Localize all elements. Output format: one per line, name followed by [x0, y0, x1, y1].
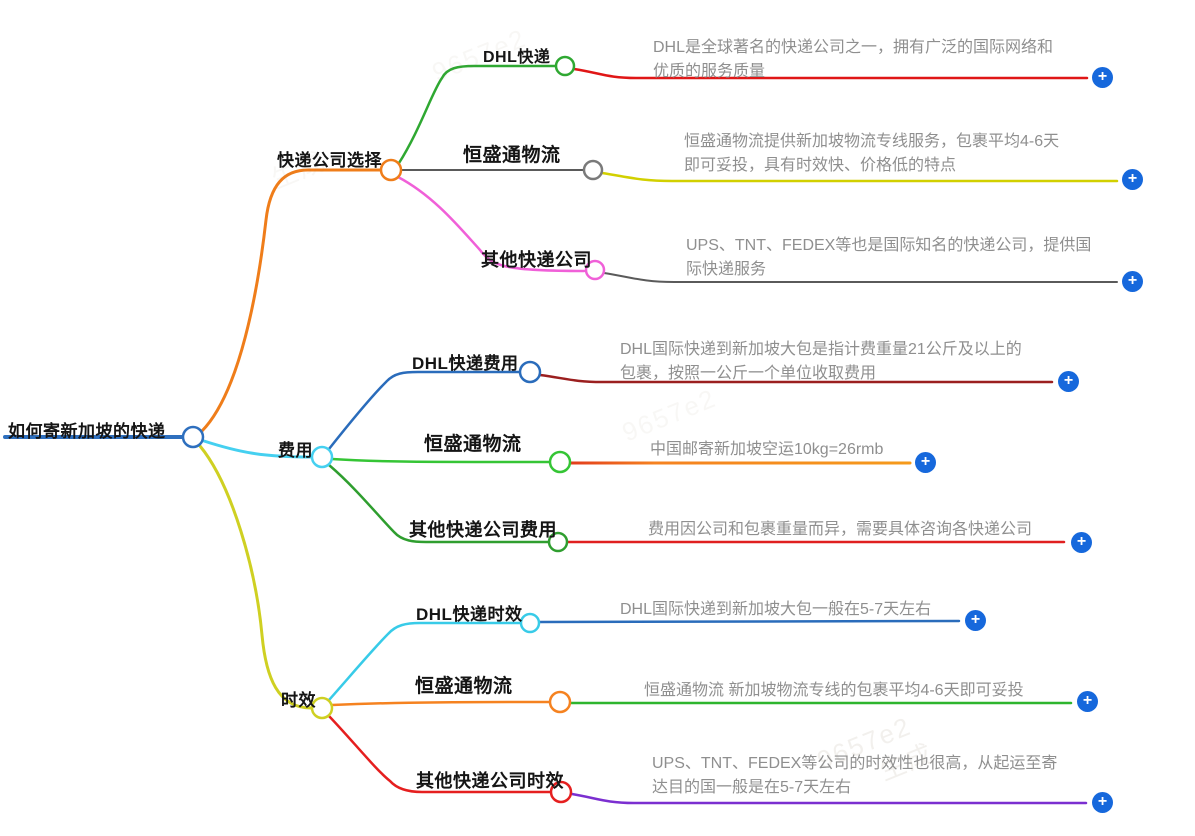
branch-label-cost[interactable]: 费用: [278, 441, 313, 460]
underline-dhl-time-desc: [538, 619, 961, 624]
add-icon: +: [1127, 169, 1138, 187]
node-circle-company[interactable]: [379, 158, 403, 182]
add-icon: +: [1063, 371, 1074, 389]
add-button[interactable]: +: [1122, 271, 1143, 292]
add-icon: +: [970, 610, 981, 628]
subnode-label-company-other[interactable]: 其他快递公司: [481, 250, 592, 270]
connector-company-to-dhl: [397, 64, 557, 165]
node-circle-time-dhl[interactable]: [519, 612, 541, 634]
connector-cost-to-hengshengtong: [330, 457, 551, 464]
add-icon: +: [920, 452, 931, 470]
node-circle-company-hengshengtong[interactable]: [582, 159, 604, 181]
connector-time-to-dhl: [327, 621, 522, 702]
add-button[interactable]: +: [915, 452, 936, 473]
add-button[interactable]: +: [1092, 67, 1113, 88]
description-cost-other[interactable]: 费用因公司和包裹重量而异，需要具体咨询各快递公司: [648, 521, 1033, 538]
subnode-label-cost-hengshengtong[interactable]: 恒盛通物流: [424, 434, 522, 455]
subnode-label-time-dhl[interactable]: DHL快递时效: [416, 605, 523, 624]
subnode-label-company-hengshengtong[interactable]: 恒盛通物流: [463, 145, 561, 166]
underline-dhl-desc: [572, 67, 1089, 80]
subnode-label-cost-dhl[interactable]: DHL快递费用: [412, 354, 519, 373]
node-circle-cost-dhl[interactable]: [518, 360, 542, 384]
add-icon: +: [1127, 271, 1138, 289]
description-company-hengshengtong[interactable]: 恒盛通物流提供新加坡物流专线服务，包裹平均4-6天 即可妥投，具有时效快、价格低…: [684, 133, 1060, 174]
node-circle-cost[interactable]: [310, 445, 334, 469]
description-company-dhl[interactable]: DHL是全球著名的快递公司之一，拥有广泛的国际网络和 优质的服务质量: [653, 39, 1054, 80]
description-time-dhl[interactable]: DHL国际快递到新加坡大包一般在5-7天左右: [620, 601, 932, 618]
connector-root-to-cost: [202, 439, 313, 459]
node-circle-cost-hengshengtong[interactable]: [548, 450, 572, 474]
subnode-label-time-hengshengtong[interactable]: 恒盛通物流: [415, 676, 513, 697]
description-company-other[interactable]: UPS、TNT、FEDEX等也是国际知名的快递公司，提供国 际快递服务: [686, 237, 1092, 278]
add-button[interactable]: +: [1058, 371, 1079, 392]
add-icon: +: [1082, 691, 1093, 709]
connector-company-to-other: [396, 175, 586, 273]
branch-label-time[interactable]: 时效: [281, 691, 316, 710]
add-button[interactable]: +: [1071, 532, 1092, 553]
node-circle-time-hengshengtong[interactable]: [548, 690, 572, 714]
add-icon: +: [1097, 792, 1108, 810]
connector-cost-to-dhl: [327, 370, 521, 451]
underline-hengshengtong-desc: [600, 171, 1119, 183]
root-node-label[interactable]: 如何寄新加坡的快递: [8, 422, 166, 441]
connector-root-to-time: [198, 444, 313, 710]
description-time-hengshengtong[interactable]: 恒盛通物流 新加坡物流专线的包裹平均4-6天即可妥投: [644, 682, 1024, 699]
connector-cost-to-other: [327, 463, 550, 544]
underline-other-time-desc: [570, 792, 1088, 805]
description-cost-dhl[interactable]: DHL国际快递到新加坡大包是指计费重量21公斤及以上的 包裹，按照一公斤一个单位…: [620, 341, 1022, 382]
underline-dhl-cost-desc: [538, 373, 1054, 384]
add-button[interactable]: +: [1122, 169, 1143, 190]
add-button[interactable]: +: [1092, 792, 1113, 813]
add-button[interactable]: +: [965, 610, 986, 631]
description-time-other[interactable]: UPS、TNT、FEDEX等公司的时效性也很高，从起运至寄 达目的国一般是在5-…: [652, 755, 1058, 796]
node-circle-company-dhl[interactable]: [554, 55, 576, 77]
node-circle-company-other[interactable]: [584, 259, 606, 281]
node-circle-time-other[interactable]: [549, 780, 573, 804]
branch-label-company[interactable]: 快递公司选择: [277, 151, 382, 170]
node-circle-time[interactable]: [310, 696, 334, 720]
node-circle-cost-other[interactable]: [547, 531, 569, 553]
subnode-label-company-dhl[interactable]: DHL快递: [483, 49, 551, 66]
connector-time-to-other: [326, 713, 552, 794]
add-icon: +: [1097, 67, 1108, 85]
connector-time-to-hengshengtong: [330, 700, 551, 707]
description-cost-hengshengtong[interactable]: 中国邮寄新加坡空运10kg=26rmb: [650, 441, 884, 458]
add-icon: +: [1076, 532, 1087, 550]
underline-other-desc: [603, 272, 1118, 283]
add-button[interactable]: +: [1077, 691, 1098, 712]
subnode-label-cost-other[interactable]: 其他快递公司费用: [409, 520, 557, 540]
connector-root-to-company: [200, 168, 382, 433]
subnode-label-time-other[interactable]: 其他快递公司时效: [416, 771, 564, 791]
node-circle-root[interactable]: [181, 425, 205, 449]
